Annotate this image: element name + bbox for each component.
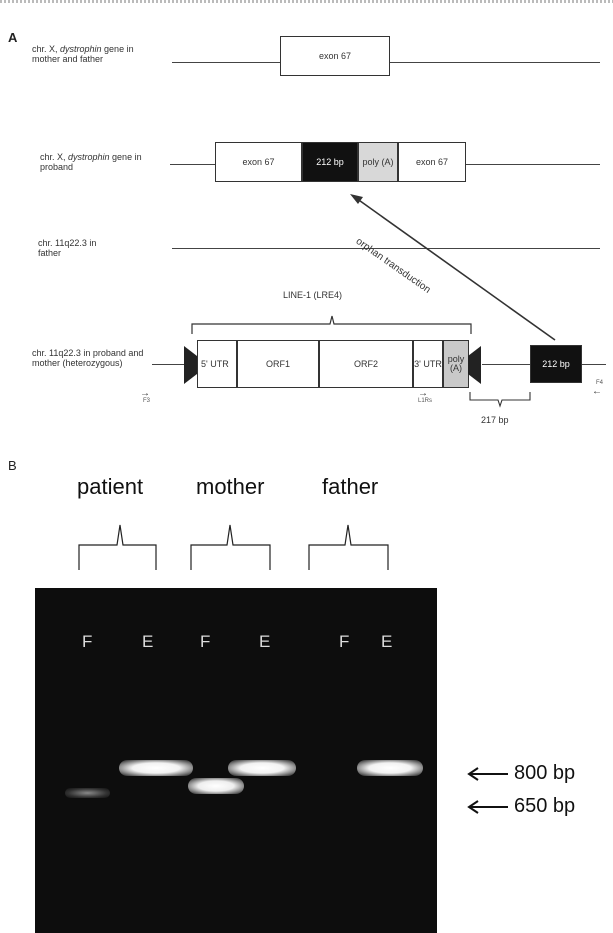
marker-800: 800 bp <box>514 762 575 785</box>
marker-650: 650 bp <box>514 795 575 818</box>
